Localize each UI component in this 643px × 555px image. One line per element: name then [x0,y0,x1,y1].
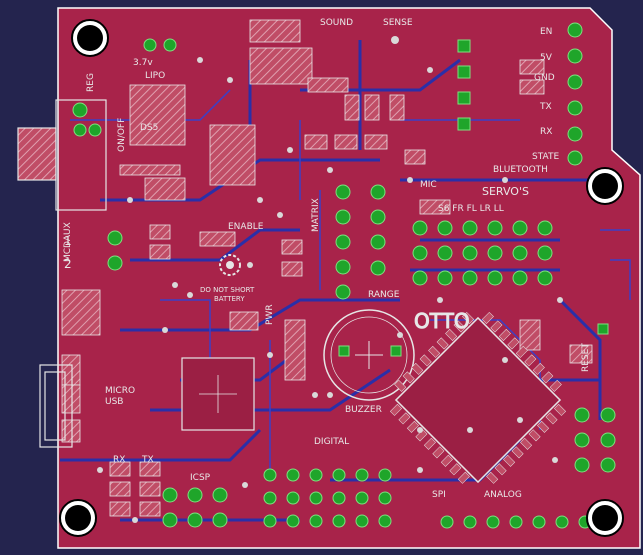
label-reset: RESET [581,343,591,372]
label-do-not-short: DO NOT SHORT [200,286,255,294]
label-battery: BATTERY [214,295,245,303]
digital-header [263,468,392,528]
reset-pads [574,407,616,473]
label-state: STATE [532,152,559,162]
onoff-switch [17,99,107,211]
label-tx: TX [539,102,552,112]
label-micro: MICRO [105,386,135,396]
label-matrix: MATRIX [311,198,321,232]
label-gnd: GND [534,73,555,83]
square-pads [338,39,609,357]
label-num2: 2 [64,257,72,271]
label-sound: SOUND [320,18,353,28]
label-range: RANGE [368,290,400,300]
label-ds: DS5 [140,123,158,133]
label-bluetooth: BLUETOOTH [493,165,548,175]
label-enable: ENABLE [228,222,264,232]
label-mcdaux: MCDAUX [63,222,73,262]
label-sense: SENSE [383,18,413,28]
label-buzzer: BUZZER [345,405,382,415]
label-otto: OTTO [414,309,470,333]
aux-pads [72,102,123,271]
label-servos: SERVO'S [482,185,529,198]
label-digital: DIGITAL [314,437,349,447]
matrix-header [335,184,386,300]
label-5v: 5V [540,53,553,63]
vias [97,36,563,523]
label-rx: RX [540,127,552,137]
buzzer [323,309,415,401]
label-reg: REG [86,73,96,92]
label-tx-bottom: TX [141,455,154,465]
bluetooth-header [567,22,583,166]
usb-chip [181,357,255,431]
label-icsp: ICSP [190,473,211,483]
silkscreen-labels: SOUND SENSE 3.7v LIPO DS5 ON/OFF REG EN … [63,18,591,500]
main-mcu [389,311,567,484]
label-analog: ANALOG [484,490,522,500]
label-mic: MIC [420,180,437,190]
label-en: EN [540,27,552,37]
label-servo-pins: S6 FR FL LR LL [438,204,504,214]
label-rx-bottom: RX [113,455,125,465]
label-usb: USB [105,397,123,407]
label-onoff: ON/OFF [117,118,127,152]
pin-headers [72,22,616,529]
label-spi: SPI [432,490,446,500]
label-pwr: PWR [265,304,275,325]
gear-icon [219,254,241,276]
mounting-hole-cores [65,25,618,531]
lipo-pads [73,38,177,137]
board-outline [57,7,641,549]
usb-connector [39,364,73,448]
smd-components [61,19,593,517]
icsp-header [162,487,228,528]
label-lipo: LIPO [145,71,165,81]
label-37v: 3.7v [133,58,153,68]
servo-header-grid [412,220,553,286]
label-num1: 1 [64,234,72,248]
